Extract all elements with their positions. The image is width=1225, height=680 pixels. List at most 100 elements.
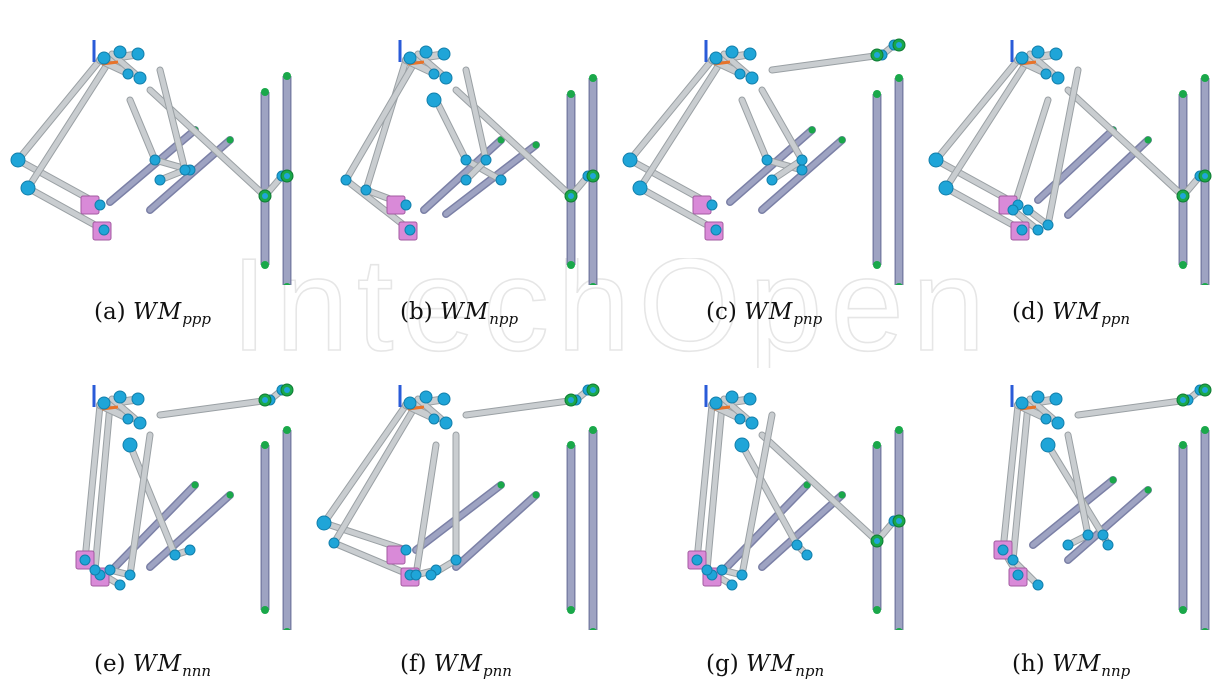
revolute-joint [20,180,36,196]
revolute-joint [745,71,759,85]
revolute-joint [131,392,145,406]
revolute-joint [419,45,433,59]
revolute-joint [113,390,127,404]
rail-end-joint [589,74,597,82]
revolute-joint [428,413,440,425]
rail-end-joint [873,606,881,614]
panel-f [306,345,612,630]
link-rod-core [694,402,715,563]
revolute-joint [425,569,437,581]
revolute-joint [938,180,954,196]
caption-f: (f) WMpnn [400,651,512,680]
actuator-bar-core [453,492,539,570]
revolute-joint [691,554,703,566]
link-rod-core [933,57,1021,163]
caption-e: (e) WMnnn [94,651,212,680]
mechanism-drawing [316,383,600,630]
revolute-joint [726,579,738,591]
link-rod-core [127,432,153,578]
slider-joint-center [590,387,596,393]
link-rod-core [82,402,103,563]
link-rod-core [321,402,409,526]
revolute-joint [796,154,808,166]
revolute-joint [1016,224,1028,236]
bar-end-joint [1144,486,1152,494]
actuator-bar-core [1035,127,1116,203]
rail-end-joint [283,628,291,630]
revolute-joint [1007,204,1019,216]
link-rod-core [637,185,719,233]
revolute-joint [1031,390,1045,404]
link-rod-core [704,402,725,573]
link-rod-core [413,442,439,578]
link-rod-core [25,57,113,191]
revolute-joint [791,539,803,551]
slider-joint-center [874,52,880,58]
revolute-joint [706,199,718,211]
rail-end-joint [261,88,269,96]
revolute-joint [1040,413,1052,425]
link-rod-core [1000,402,1021,553]
revolute-joint [734,68,746,80]
slider-joint-center [896,42,902,48]
slider-joint-center [262,397,268,403]
revolute-joint [1007,554,1019,566]
revolute-joint [734,413,746,425]
revolute-joint [745,416,759,430]
revolute-joint [1015,51,1029,65]
link-rod-core [463,157,504,183]
caption-g: (g) WMnpn [706,651,825,680]
revolute-joint [725,390,739,404]
caption-d: (d) WMppn [1012,299,1131,328]
revolute-joint [725,45,739,59]
mechanism-drawing [622,38,906,285]
bar-end-joint [808,126,816,134]
link-rod-core [1010,97,1051,213]
revolute-joint [1032,579,1044,591]
revolute-joint [426,92,442,108]
bar-end-joint [838,491,846,499]
rail-end-joint [873,90,881,98]
bar-end-joint [226,136,234,144]
panel-a [0,0,306,285]
revolute-joint [1062,539,1074,551]
revolute-joint [460,154,472,166]
mechanism-drawing [687,385,906,630]
revolute-joint [169,549,181,561]
bar-end-joint [532,141,540,149]
panel-e [0,345,306,630]
revolute-joint [716,564,728,576]
revolute-joint [480,154,492,166]
rail-end-joint [1201,283,1209,285]
revolute-joint [1082,529,1094,541]
actuator-bar-core [759,492,845,570]
link-rod-core [331,402,419,546]
slider-joint-center [1202,387,1208,393]
link-rod-core [739,97,770,163]
link-rod-core [363,57,409,193]
link-rod-core [769,157,805,183]
actuator-bar-core [147,492,233,570]
bar-end-joint [532,491,540,499]
link-rod-core [759,432,880,544]
link-rod-core [343,57,419,183]
revolute-joint [1012,569,1024,581]
revolute-joint [1015,396,1029,410]
caption-h: (h) WMnnp [1012,651,1131,680]
panel-h [918,345,1224,630]
panel-b [306,0,612,285]
revolute-joint [184,544,196,556]
slider-joint-center [284,387,290,393]
actuator-bar-core [1065,487,1151,563]
revolute-joint [89,564,101,576]
revolute-joint [761,154,773,166]
slider-joint-center [1180,397,1186,403]
rail-end-joint [1179,261,1187,269]
rail-end-joint [589,283,597,285]
rail-end-joint [895,283,903,285]
revolute-joint [428,68,440,80]
rail-end-joint [1201,628,1209,630]
revolute-joint [796,164,808,176]
revolute-joint [437,47,451,61]
